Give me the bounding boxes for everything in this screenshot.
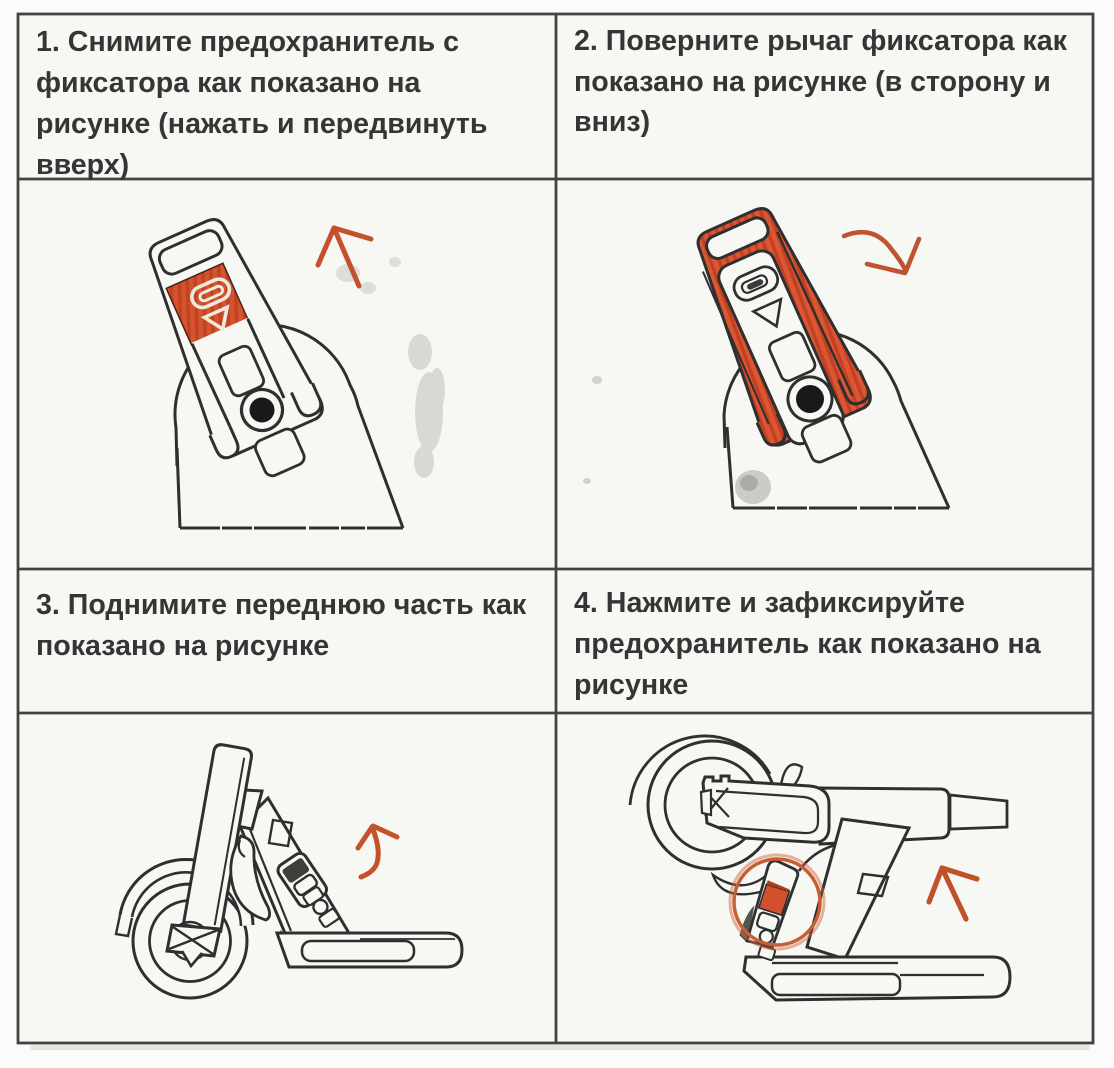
svg-text:вниз): вниз) [574,106,650,138]
svg-text:показано на рисунке: показано на рисунке [36,630,329,662]
svg-text:2. Поверните рычаг фиксатора к: 2. Поверните рычаг фиксатора как [574,25,1068,57]
svg-text:фиксатора как показано на: фиксатора как показано на [36,67,422,99]
svg-text:рисунке (нажать и передвинуть: рисунке (нажать и передвинуть [36,108,488,140]
svg-text:1. Снимите предохранитель с: 1. Снимите предохранитель с [36,26,459,58]
svg-text:3. Поднимите переднюю часть ка: 3. Поднимите переднюю часть как [36,589,527,621]
svg-text:рисунке: рисунке [574,669,688,701]
svg-text:вверх): вверх) [36,149,129,181]
svg-text:4. Нажмите и зафиксируйте: 4. Нажмите и зафиксируйте [574,587,965,619]
svg-text:предохранитель как показано на: предохранитель как показано на [574,628,1042,660]
svg-text:показано на рисунке (в сторону: показано на рисунке (в сторону и [574,66,1051,98]
